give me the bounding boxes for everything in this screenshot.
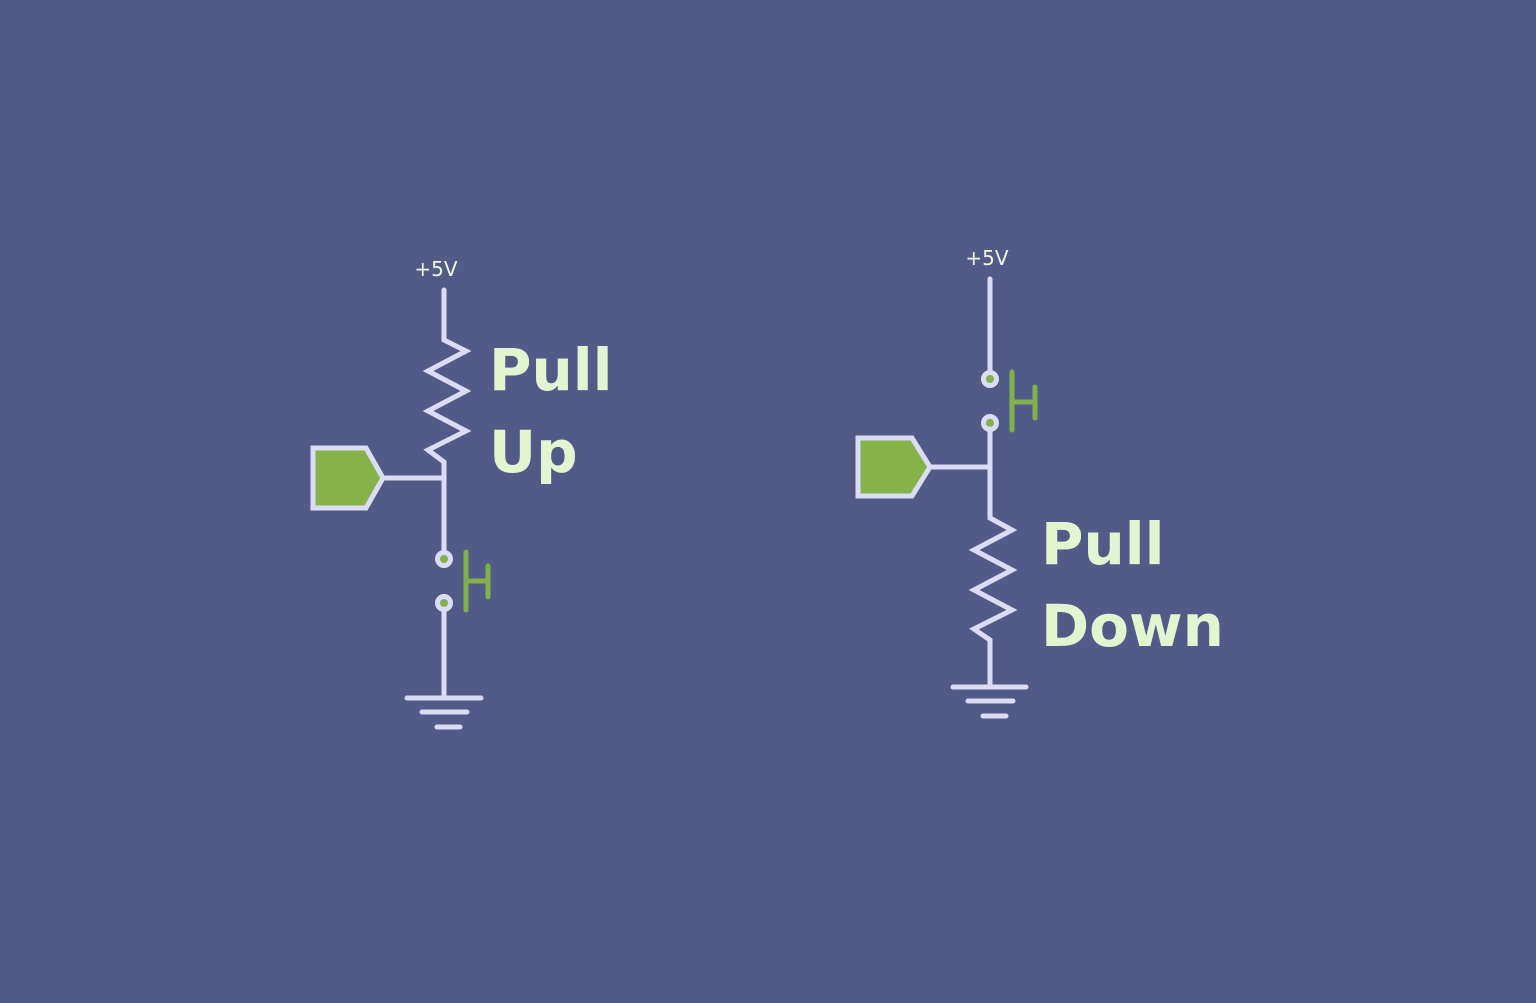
pull-up-resistor	[422, 287, 472, 481]
pull-up-ground-icon	[404, 695, 484, 730]
pull-down-input-port-icon	[855, 435, 933, 499]
pull-up-supply-label: +5V	[414, 257, 457, 281]
pull-down-ground-icon	[950, 684, 1029, 719]
pull-down-title-line2: Down	[1041, 592, 1224, 660]
pull-up-switch-contact-top	[435, 550, 453, 568]
pull-down-switch-contact-top	[981, 370, 999, 388]
pull-up-title-line1: Pull	[489, 336, 613, 404]
pull-down-supply-label: +5V	[965, 246, 1008, 270]
pull-up-push-button-icon	[463, 549, 491, 613]
pull-down-title-line1: Pull	[1041, 510, 1165, 578]
pull-up-input-port-icon	[310, 445, 386, 511]
pull-up-circuit: +5V Pull Up	[310, 257, 613, 730]
pull-down-circuit: +5V Pull Down	[855, 246, 1224, 719]
pull-down-resistor	[968, 426, 1018, 690]
pull-up-title-line2: Up	[489, 418, 578, 486]
pull-down-push-button-icon	[1009, 369, 1038, 433]
